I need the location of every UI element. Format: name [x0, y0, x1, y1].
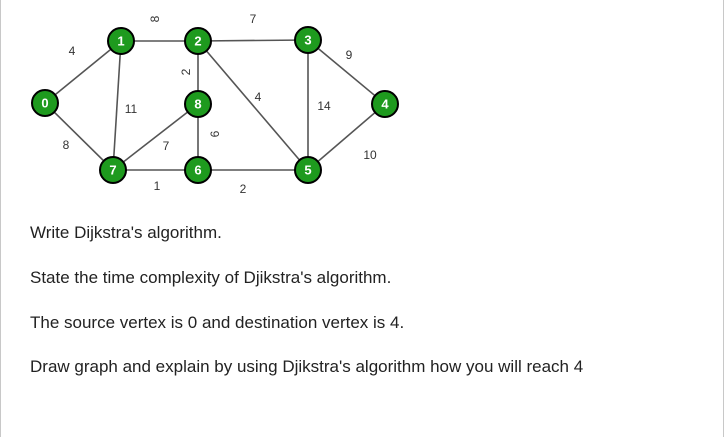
edge-weight-2-3: 7 — [250, 12, 257, 26]
edge-weight-3-5: 14 — [317, 99, 331, 113]
question-2: State the time complexity of Djikstra's … — [30, 268, 392, 287]
edge-weight-2-8: 2 — [179, 68, 193, 75]
node-2 — [184, 27, 212, 55]
node-6 — [184, 156, 212, 184]
graph-edge-weights: 4 8 7 9 8 11 2 4 14 10 7 6 1 2 — [63, 12, 377, 196]
node-5 — [294, 156, 322, 184]
node-0 — [31, 89, 59, 117]
node-8 — [184, 90, 212, 118]
edge-1-7 — [112, 40, 122, 171]
edge-weight-6-5: 2 — [240, 182, 247, 196]
graph-diagram: 4 8 7 9 8 11 2 4 14 10 7 6 1 2 1 2 3 0 8 4 7 6 5 — [31, 12, 399, 196]
node-label-2: 2 — [194, 34, 201, 49]
edge-weight-4-5: 10 — [363, 148, 377, 162]
edge-2-3 — [197, 39, 309, 42]
edge-4-5 — [307, 103, 386, 171]
edge-weight-0-1: 4 — [69, 44, 76, 58]
node-1 — [107, 27, 135, 55]
node-label-0: 0 — [41, 96, 48, 111]
node-label-1: 1 — [117, 34, 124, 49]
edge-weight-7-6: 1 — [154, 179, 161, 193]
edge-0-7 — [44, 102, 114, 171]
node-label-7: 7 — [109, 163, 116, 178]
node-4 — [371, 90, 399, 118]
node-3 — [294, 26, 322, 54]
question-3: The source vertex is 0 and destination v… — [30, 313, 405, 332]
edge-weight-8-6: 6 — [208, 130, 222, 137]
node-7 — [99, 156, 127, 184]
graph-edges — [44, 39, 386, 171]
edge-weight-2-5: 4 — [255, 90, 262, 104]
edge-weight-3-4: 9 — [346, 48, 353, 62]
node-label-4: 4 — [381, 97, 389, 112]
node-label-6: 6 — [194, 163, 201, 178]
node-label-8: 8 — [194, 97, 201, 112]
edge-2-5 — [197, 40, 309, 171]
node-label-5: 5 — [304, 163, 311, 178]
edge-weight-1-2: 8 — [148, 15, 162, 22]
question-4: Draw graph and explain by using Djikstra… — [30, 357, 584, 376]
node-label-3: 3 — [304, 33, 311, 48]
edge-weight-0-7: 8 — [63, 138, 70, 152]
edge-3-4 — [307, 39, 386, 105]
edge-8-7 — [112, 103, 199, 171]
graph-nodes: 1 2 3 0 8 4 7 6 5 — [31, 26, 399, 184]
question-1: Write Dijkstra's algorithm. — [30, 223, 222, 242]
edge-0-1 — [44, 40, 122, 104]
edge-weight-8-7: 7 — [163, 139, 170, 153]
edge-weight-1-7: 11 — [125, 102, 138, 116]
